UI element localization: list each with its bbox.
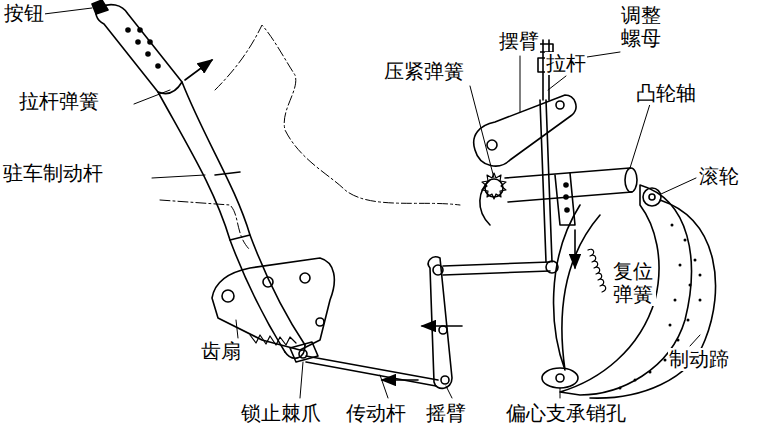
part-label: 压紧弹簧	[383, 60, 465, 83]
part-label: 凸轮轴	[635, 82, 697, 105]
cam-shaft	[505, 168, 637, 225]
part-label: 调整 螺母	[620, 4, 664, 50]
part-label: 复位 弹簧	[612, 260, 656, 306]
part-label: 锁止棘爪	[240, 402, 322, 425]
linkage	[306, 257, 558, 388]
part-label: 齿扇	[200, 340, 242, 363]
part-label: 驻车制动杆	[2, 162, 104, 185]
toothed-sector	[212, 258, 334, 350]
motion-arrow	[422, 325, 462, 327]
motion-arrow	[382, 379, 418, 381]
part-label: 制动蹄	[668, 348, 730, 371]
motion-arrow	[574, 230, 576, 268]
leader-line	[44, 8, 700, 398]
part-label: 传动杆	[345, 402, 407, 425]
return-spring	[588, 249, 606, 292]
locking-pawl	[290, 342, 318, 362]
part-label: 按钮	[3, 2, 45, 25]
part-label: 滚轮	[698, 165, 740, 188]
brake-lever	[92, 0, 305, 358]
part-label: 摆臂	[498, 30, 540, 53]
part-label: 偏心支承销孔	[505, 402, 627, 425]
part-label: 拉杆弹簧	[18, 90, 100, 113]
motion-arrow	[185, 60, 212, 80]
body-outline	[215, 25, 460, 205]
part-label: 摇臂	[425, 402, 467, 425]
body-outline	[160, 200, 250, 250]
roller	[643, 188, 661, 206]
part-label: 拉杆	[545, 52, 587, 75]
